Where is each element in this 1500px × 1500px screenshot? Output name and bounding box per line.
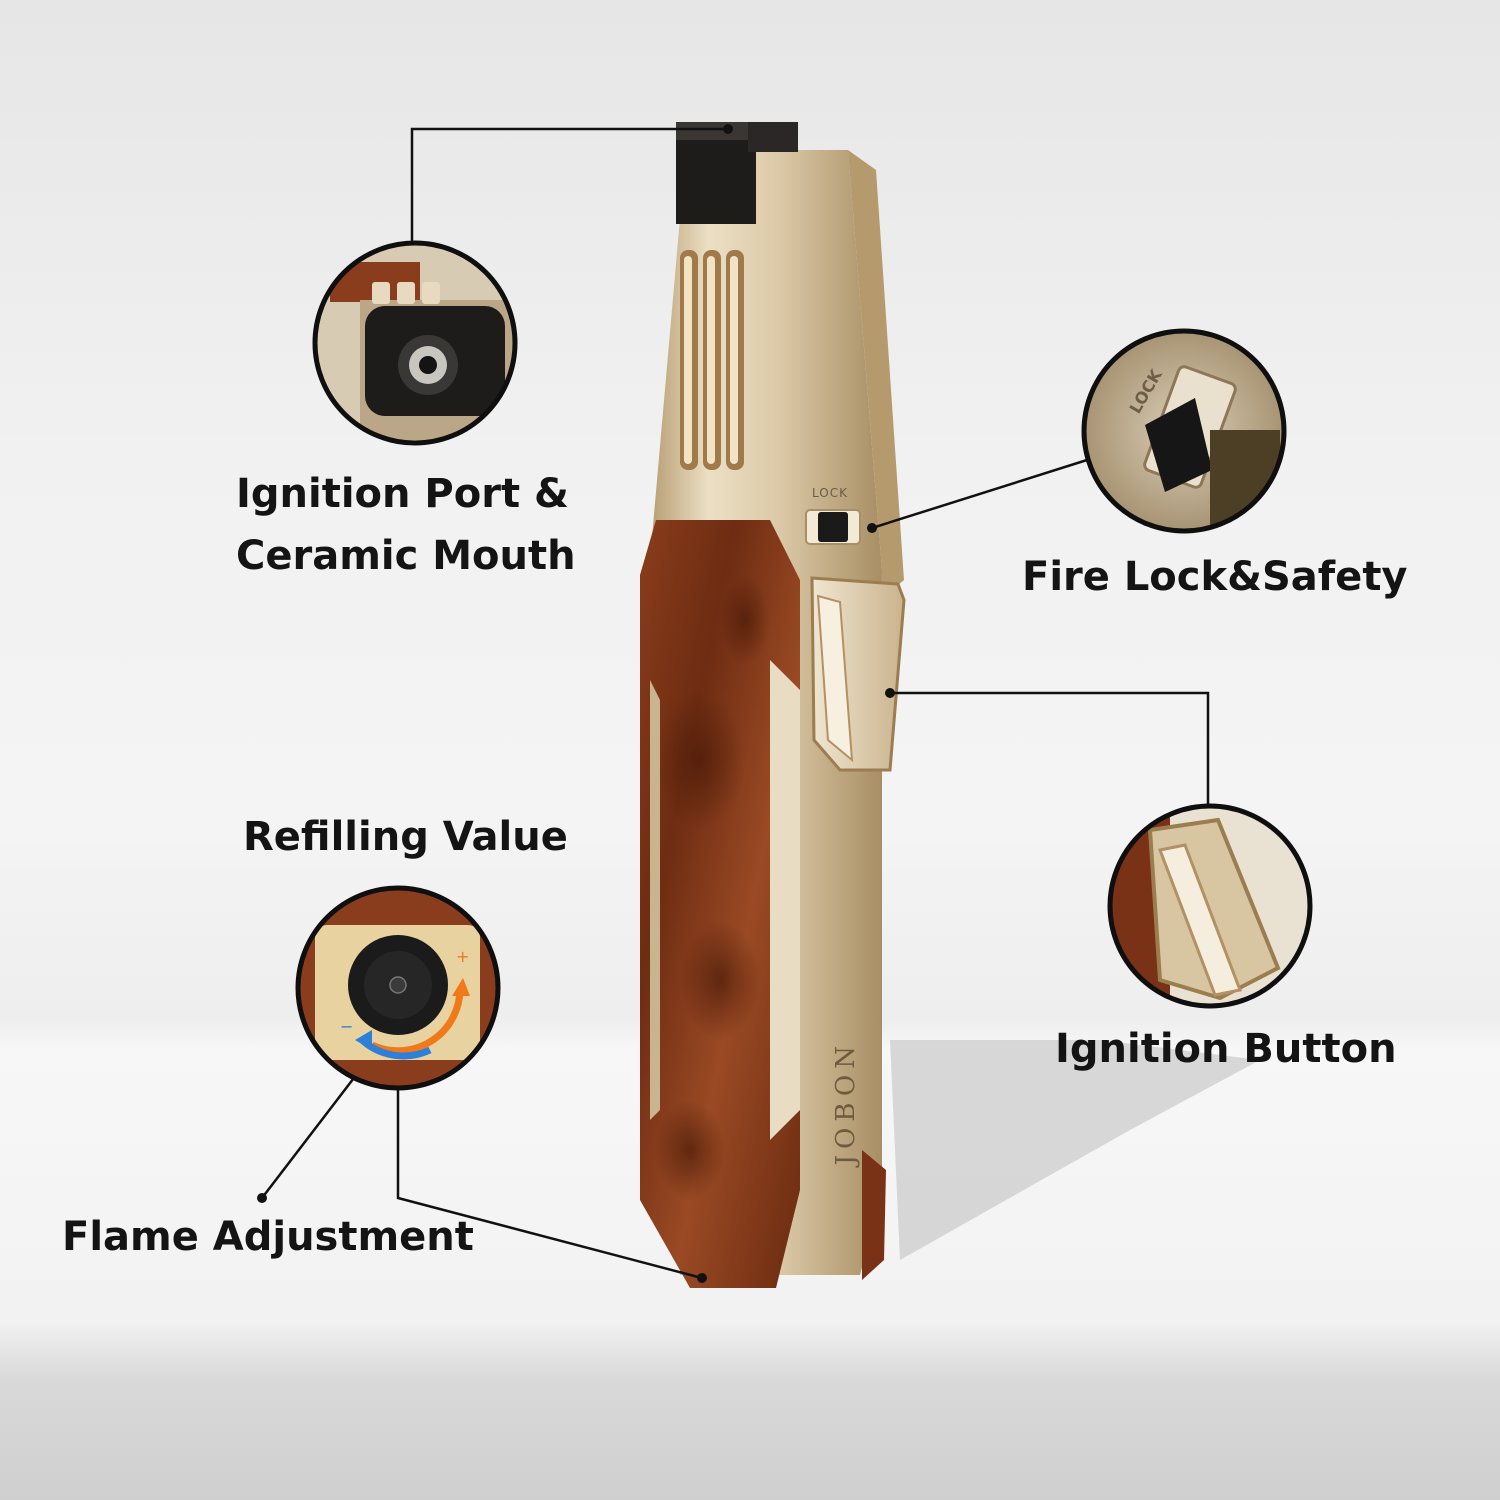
zoom-ignition-port (312, 240, 518, 446)
lighter-body (640, 122, 906, 1288)
lock-engraving: LOCK (812, 486, 848, 500)
zoom-ignition-button (1107, 803, 1313, 1009)
zoom-refilling-valve: + − (295, 885, 501, 1091)
callout-fire-lock: Fire Lock&Safety (1022, 554, 1408, 600)
brand-engraving: JOBON (831, 1040, 861, 1166)
callout-lines (261, 127, 1210, 1280)
flame-dial-icon[interactable] (348, 935, 448, 1035)
callout-ignition-port: Ignition Port & Ceramic Mouth (236, 463, 576, 587)
svg-text:−: − (340, 1017, 353, 1036)
zoom-fire-lock (1081, 328, 1287, 534)
vent-grille (680, 250, 744, 470)
callout-ignition-port-line2: Ceramic Mouth (236, 533, 576, 579)
callout-ignition-port-line1: Ignition Port & (236, 471, 569, 517)
callout-ignition-button: Ignition Button (1055, 1026, 1397, 1072)
callout-dots (257, 124, 895, 1283)
callout-refilling-valve: Refilling Value (243, 814, 568, 860)
svg-text:+: + (456, 947, 469, 966)
floor-shadow (890, 1040, 1260, 1260)
ignition-button[interactable] (810, 576, 906, 772)
callout-flame-adjustment: Flame Adjustment (62, 1214, 474, 1260)
rotate-arrow-icon: + − (340, 947, 470, 1060)
